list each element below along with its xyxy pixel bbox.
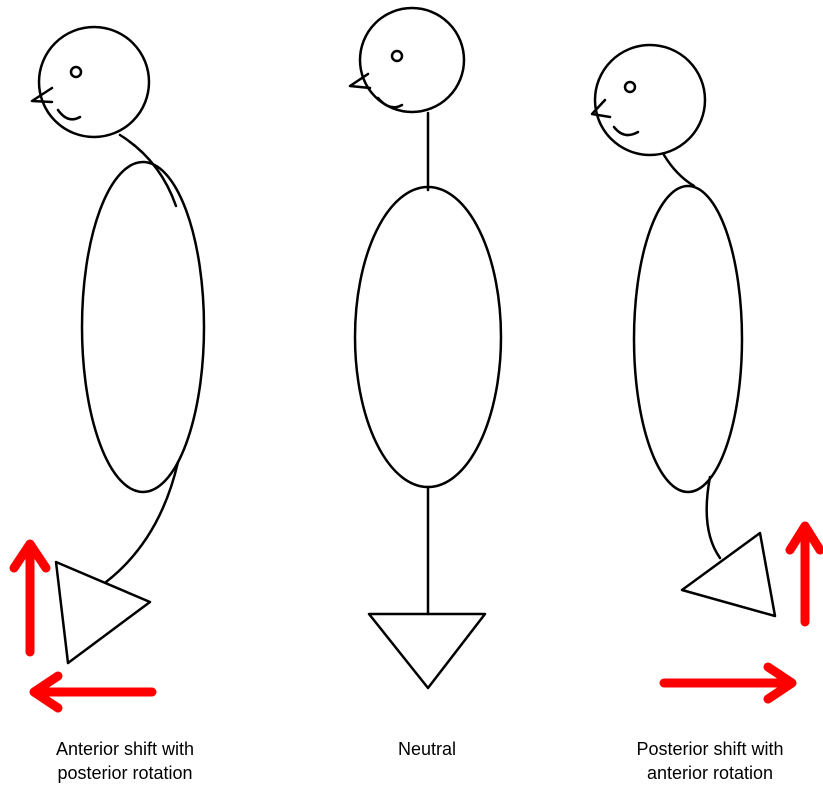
caption-neutral-line-1: Neutral — [397, 739, 457, 759]
arrow-left — [29, 671, 157, 713]
head-eye — [69, 65, 83, 79]
caption-neutral: Neutral — [307, 737, 547, 761]
figure-posterior — [590, 43, 777, 618]
figure-anterior — [30, 25, 206, 665]
neck-line — [118, 133, 178, 208]
head-beak — [30, 86, 54, 104]
caption-anterior: Anterior shift with posterior rotation — [5, 737, 245, 785]
caption-anterior-line-1: Anterior shift with — [55, 739, 195, 759]
arrow-right — [659, 662, 797, 704]
caption-posterior-line-1: Posterior shift with — [636, 739, 784, 759]
pelvis-line — [705, 475, 722, 560]
pelvis-triangle — [54, 560, 152, 665]
figure-neutral — [348, 6, 503, 690]
head-mouth — [612, 125, 640, 137]
torso — [353, 185, 503, 489]
torso — [632, 184, 744, 494]
caption-anterior-line-2: posterior rotation — [57, 763, 193, 783]
head-eye — [390, 49, 404, 63]
head-mouth — [376, 96, 404, 109]
arrow-up — [785, 521, 823, 627]
pelvis-triangle — [367, 612, 487, 690]
arrows-posterior — [659, 521, 823, 704]
caption-posterior-line-2: anterior rotation — [646, 763, 774, 783]
head-mouth — [56, 108, 82, 121]
head — [37, 25, 151, 139]
head-beak — [590, 98, 612, 119]
caption-posterior: Posterior shift with anterior rotation — [590, 737, 823, 785]
head-beak — [348, 72, 372, 90]
pelvis-line — [104, 460, 180, 584]
torso — [80, 160, 206, 494]
neck-line — [662, 153, 696, 188]
head — [358, 6, 466, 114]
arrow-up — [9, 539, 51, 657]
pelvis-triangle — [680, 531, 777, 618]
head — [593, 43, 707, 157]
head-eye — [623, 80, 637, 94]
arrows-anterior — [9, 539, 157, 713]
